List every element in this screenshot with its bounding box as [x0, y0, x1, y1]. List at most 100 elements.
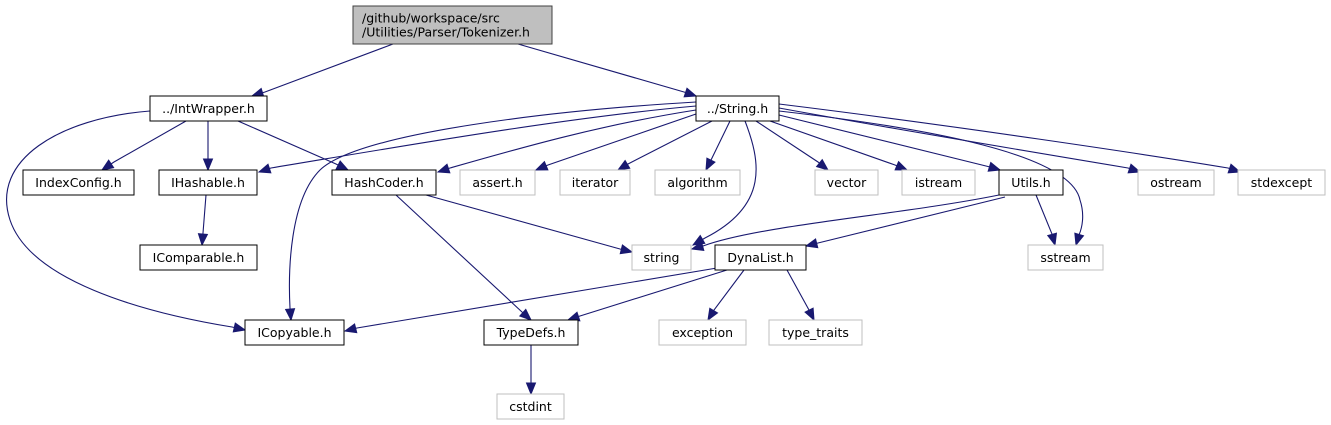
node-box — [1237, 169, 1326, 196]
edge-line — [692, 120, 757, 246]
arrowhead-icon — [1227, 163, 1242, 174]
node-label: string — [644, 250, 680, 265]
node-label: stdexcept — [1251, 175, 1312, 190]
arrowhead-icon — [197, 233, 209, 247]
edge-string_h-to-icopyable — [284, 101, 697, 322]
node-indexconfig[interactable]: IndexConfig.h — [22, 169, 135, 196]
node-label: /Utilities/Parser/Tokenizer.h — [362, 25, 530, 40]
node-label: ostream — [1150, 175, 1201, 190]
edge-line — [437, 109, 697, 173]
node-label: TypeDefs.h — [496, 325, 566, 340]
arrowhead-icon — [284, 308, 296, 322]
node-label: ICopyable.h — [257, 325, 331, 340]
node-istream: istream — [901, 169, 976, 196]
edges-layer — [6, 43, 1242, 396]
node-label: DynaList.h — [727, 250, 793, 265]
node-box — [998, 169, 1064, 196]
node-box — [654, 169, 741, 196]
node-dynalist[interactable]: DynaList.h — [714, 244, 807, 271]
edge-line — [517, 43, 697, 97]
node-box — [714, 244, 807, 271]
node-box — [695, 95, 780, 122]
edge-tokenizer-to-string_h — [517, 43, 698, 98]
arrowhead-icon — [707, 307, 719, 322]
node-label: /github/workspace/src — [362, 11, 500, 26]
arrowhead-icon — [705, 157, 716, 172]
node-tokenizer[interactable]: /github/workspace/src/Utilities/Parser/T… — [352, 5, 553, 45]
node-label: type_traits — [782, 325, 849, 340]
node-stdexcept: stdexcept — [1237, 169, 1326, 196]
edge-string_h-to-istream — [769, 120, 909, 171]
node-label: IHashable.h — [171, 175, 245, 190]
node-icopyable[interactable]: ICopyable.h — [244, 319, 345, 346]
edge-utils-to-sstream — [1035, 194, 1058, 247]
edge-intwrapper-to-ihashable — [202, 121, 214, 172]
node-label: Utils.h — [1011, 175, 1050, 190]
node-ostream: ostream — [1137, 169, 1215, 196]
node-cstdint: cstdint — [496, 393, 565, 420]
node-label: vector — [827, 175, 868, 190]
edge-line — [778, 103, 1241, 173]
edge-line — [258, 105, 697, 173]
node-label: assert.h — [472, 175, 522, 190]
arrowhead-icon — [683, 87, 698, 98]
node-typedefs[interactable]: TypeDefs.h — [483, 319, 579, 346]
arrowhead-icon — [335, 160, 350, 171]
edge-dynalist-to-icopyable — [343, 267, 718, 334]
arrowhead-icon — [616, 159, 631, 171]
node-box — [483, 319, 579, 346]
node-utils[interactable]: Utils.h — [998, 169, 1064, 196]
edge-dynalist-to-type_traits — [786, 269, 815, 322]
edge-utils-to-dynalist — [804, 196, 1006, 249]
edge-string_h-to-ihashable — [257, 105, 697, 174]
edge-intwrapper-to-hashcoder — [237, 120, 350, 171]
node-box — [149, 95, 268, 122]
arrowhead-icon — [804, 238, 819, 249]
edge-string_h-to-algorithm — [705, 120, 731, 172]
arrowhead-icon — [619, 244, 634, 255]
arrowhead-icon — [690, 240, 705, 252]
arrowhead-icon — [1127, 163, 1142, 174]
arrowhead-icon — [525, 382, 537, 396]
node-box — [1137, 169, 1215, 196]
edge-line — [6, 110, 246, 331]
node-icomparable[interactable]: IComparable.h — [139, 244, 258, 271]
node-box — [496, 393, 565, 420]
edge-tokenizer-to-intwrapper — [250, 43, 394, 98]
edge-line — [691, 194, 1000, 250]
node-exception: exception — [658, 319, 747, 346]
node-type_traits: type_traits — [768, 319, 863, 346]
edge-line — [617, 120, 713, 171]
edge-string_h-to-utils — [778, 114, 1002, 172]
node-box — [459, 169, 536, 196]
node-label: cstdint — [509, 399, 552, 414]
node-box — [658, 319, 747, 346]
node-string_h[interactable]: ../String.h — [695, 95, 780, 122]
node-box — [352, 5, 553, 45]
node-label: sstream — [1040, 250, 1090, 265]
node-box — [559, 169, 631, 196]
edge-line — [101, 120, 187, 171]
node-label: algorithm — [667, 175, 727, 190]
node-label: iterator — [572, 175, 619, 190]
node-hashcoder[interactable]: HashCoder.h — [331, 169, 437, 196]
arrowhead-icon — [232, 322, 247, 333]
arrowhead-icon — [1074, 232, 1085, 247]
edge-hashcoder-to-string — [425, 194, 634, 255]
arrowhead-icon — [804, 307, 815, 322]
node-box — [331, 169, 437, 196]
edge-intwrapper-to-indexconfig — [100, 120, 187, 171]
node-box — [631, 244, 692, 271]
arrowhead-icon — [436, 163, 451, 174]
edge-utils-to-string — [690, 194, 1000, 252]
arrowhead-icon — [202, 158, 214, 172]
node-intwrapper[interactable]: ../IntWrapper.h — [149, 95, 268, 122]
arrowhead-icon — [518, 308, 532, 321]
edge-line — [805, 196, 1006, 247]
node-ihashable[interactable]: IHashable.h — [158, 169, 258, 196]
node-box — [139, 244, 258, 271]
node-box — [22, 169, 135, 196]
edge-hashcoder-to-typedefs — [395, 194, 532, 321]
node-label: ../IntWrapper.h — [162, 101, 255, 116]
